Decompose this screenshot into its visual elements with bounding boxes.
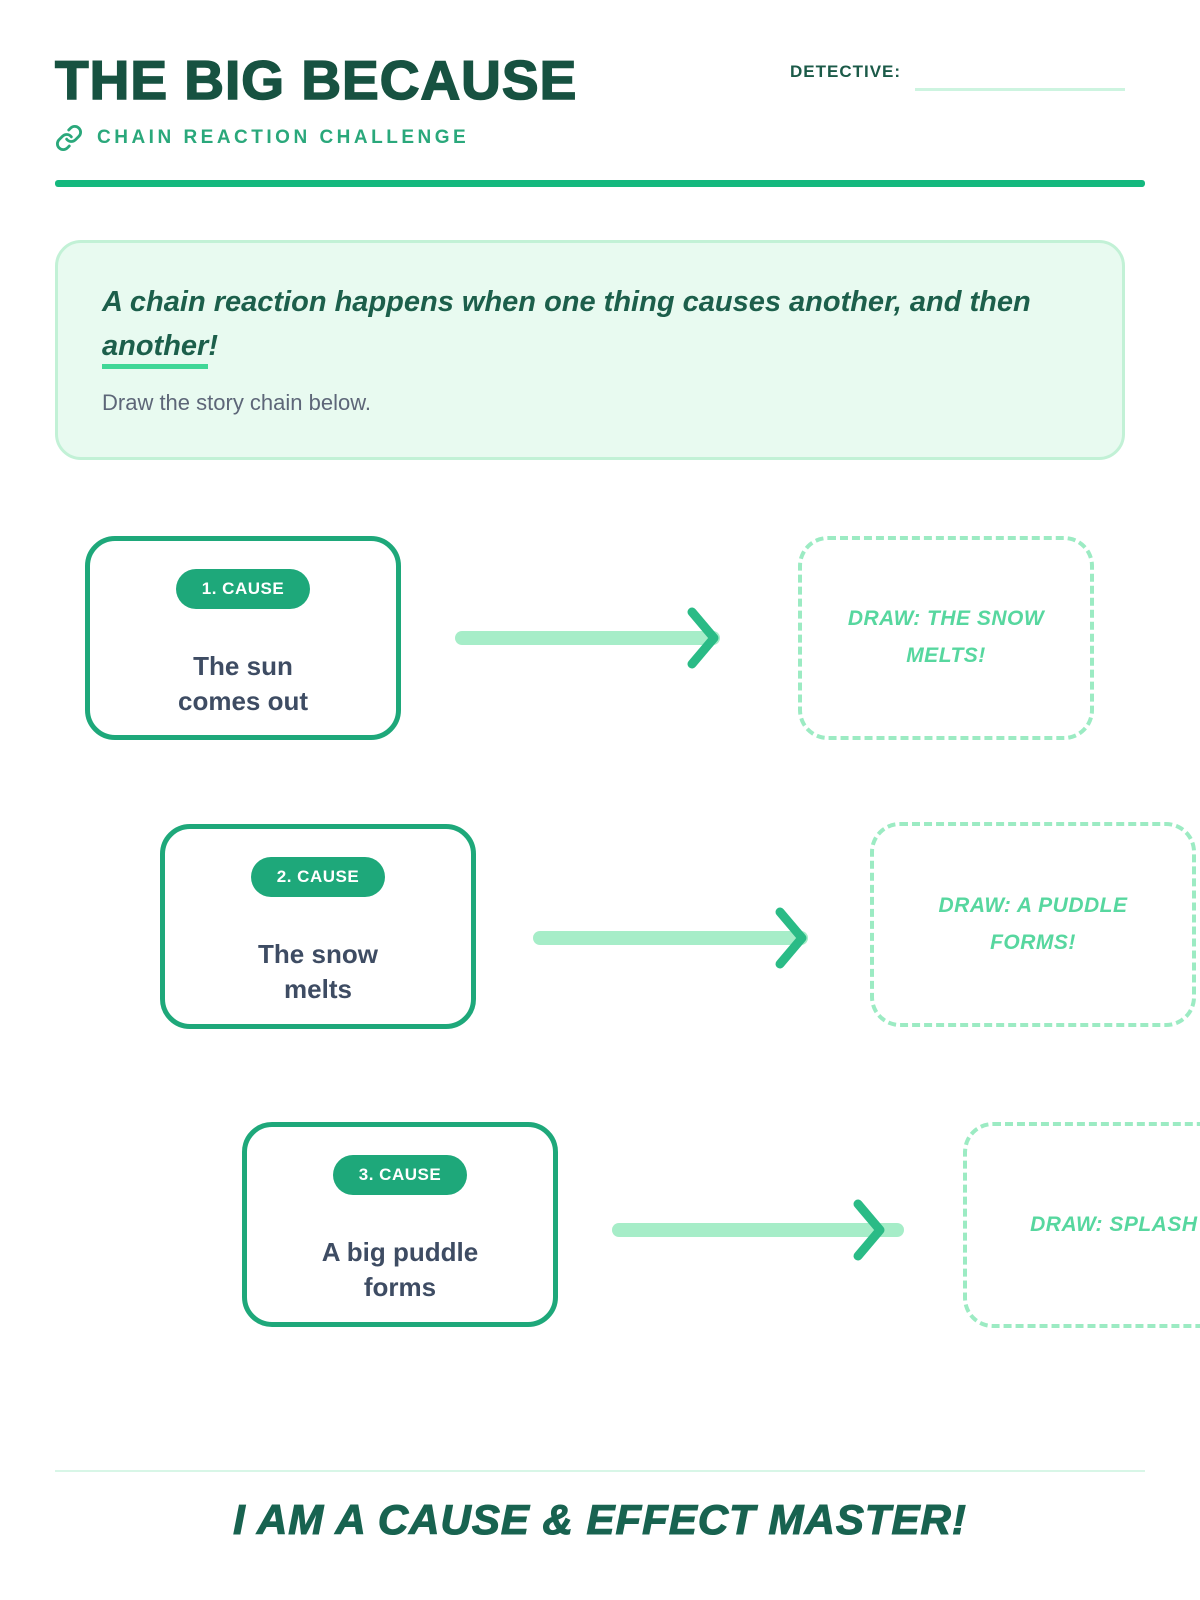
cause-badge: 1. CAUSE — [175, 569, 311, 609]
intro-box: A chain reaction happens when one thing … — [55, 240, 1125, 460]
draw-area-2[interactable]: DRAW: A PUDDLE FORMS! — [870, 822, 1196, 1027]
arrow-right-chevron-icon — [850, 1196, 890, 1264]
cause-text: A big puddle forms — [321, 1237, 479, 1303]
footer-divider — [55, 1470, 1145, 1472]
detective-name-line[interactable] — [915, 88, 1125, 91]
intro-heading: A chain reaction happens when one thing … — [102, 281, 1052, 369]
arrow-right-chevron-icon — [684, 604, 724, 672]
arrow-bar — [612, 1223, 904, 1237]
intro-instruction: Draw the story chain below. — [102, 390, 372, 415]
draw-prompt: DRAW: SPLASH IN — [1030, 1212, 1198, 1236]
arrow-bar — [533, 931, 808, 945]
chain-link-icon — [55, 124, 83, 152]
draw-area-1[interactable]: DRAW: THE SNOW MELTS! — [798, 536, 1094, 740]
intro-heading-underlined: another — [102, 329, 209, 369]
header-divider — [55, 180, 1145, 187]
page-title: THE BIG BECAUSE — [54, 48, 578, 112]
page-subtitle: CHAIN REACTION CHALLENGE — [97, 127, 470, 148]
intro-heading-before: A chain reaction happens when one thing … — [102, 286, 1031, 318]
cause-box-1: 1. CAUSE The sun comes out — [85, 536, 401, 740]
draw-area-3[interactable]: DRAW: SPLASH IN — [963, 1122, 1200, 1328]
cause-badge: 2. CAUSE — [250, 857, 386, 897]
subtitle-row: CHAIN REACTION CHALLENGE — [55, 124, 469, 152]
arrow-bar — [455, 631, 720, 645]
cause-box-2: 2. CAUSE The snow melts — [160, 824, 476, 1029]
cause-text: The sun comes out — [177, 651, 309, 717]
cause-text: The snow melts — [258, 939, 378, 1005]
arrow-right-chevron-icon — [772, 904, 812, 972]
cause-box-3: 3. CAUSE A big puddle forms — [242, 1122, 558, 1327]
cause-badge: 3. CAUSE — [332, 1155, 468, 1195]
footer-affirmation: I AM A CAUSE & EFFECT MASTER! — [233, 1495, 967, 1543]
draw-prompt: DRAW: A PUDDLE FORMS! — [938, 893, 1128, 954]
draw-prompt: DRAW: THE SNOW MELTS! — [847, 607, 1045, 667]
intro-heading-after: ! — [208, 329, 219, 362]
detective-label: DETECTIVE: — [790, 62, 902, 81]
